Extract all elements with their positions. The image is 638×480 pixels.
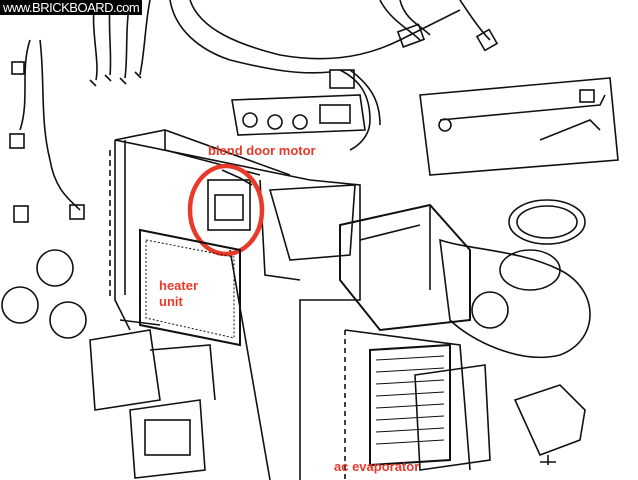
label-ac-evaporator: ac evaporator	[334, 459, 420, 474]
evaporator-core	[369, 343, 491, 471]
bracket	[513, 384, 586, 465]
wiring-harness	[9, 0, 499, 223]
label-blend-door-motor: blend door motor	[208, 143, 316, 158]
control-panel	[231, 69, 366, 136]
blend-door-motor-highlight	[187, 163, 265, 257]
blend-door-motor	[207, 169, 253, 231]
heater-housing	[109, 129, 361, 480]
label-heater-unit-line2: unit	[159, 294, 183, 309]
watermark: www.BRICKBOARD.com	[0, 0, 143, 15]
vents-and-ducts	[1, 249, 216, 479]
evaporator-housing	[339, 199, 591, 480]
linkage-inset	[419, 77, 619, 176]
heater-core	[139, 228, 241, 347]
label-heater-unit-line1: heater	[159, 278, 199, 293]
